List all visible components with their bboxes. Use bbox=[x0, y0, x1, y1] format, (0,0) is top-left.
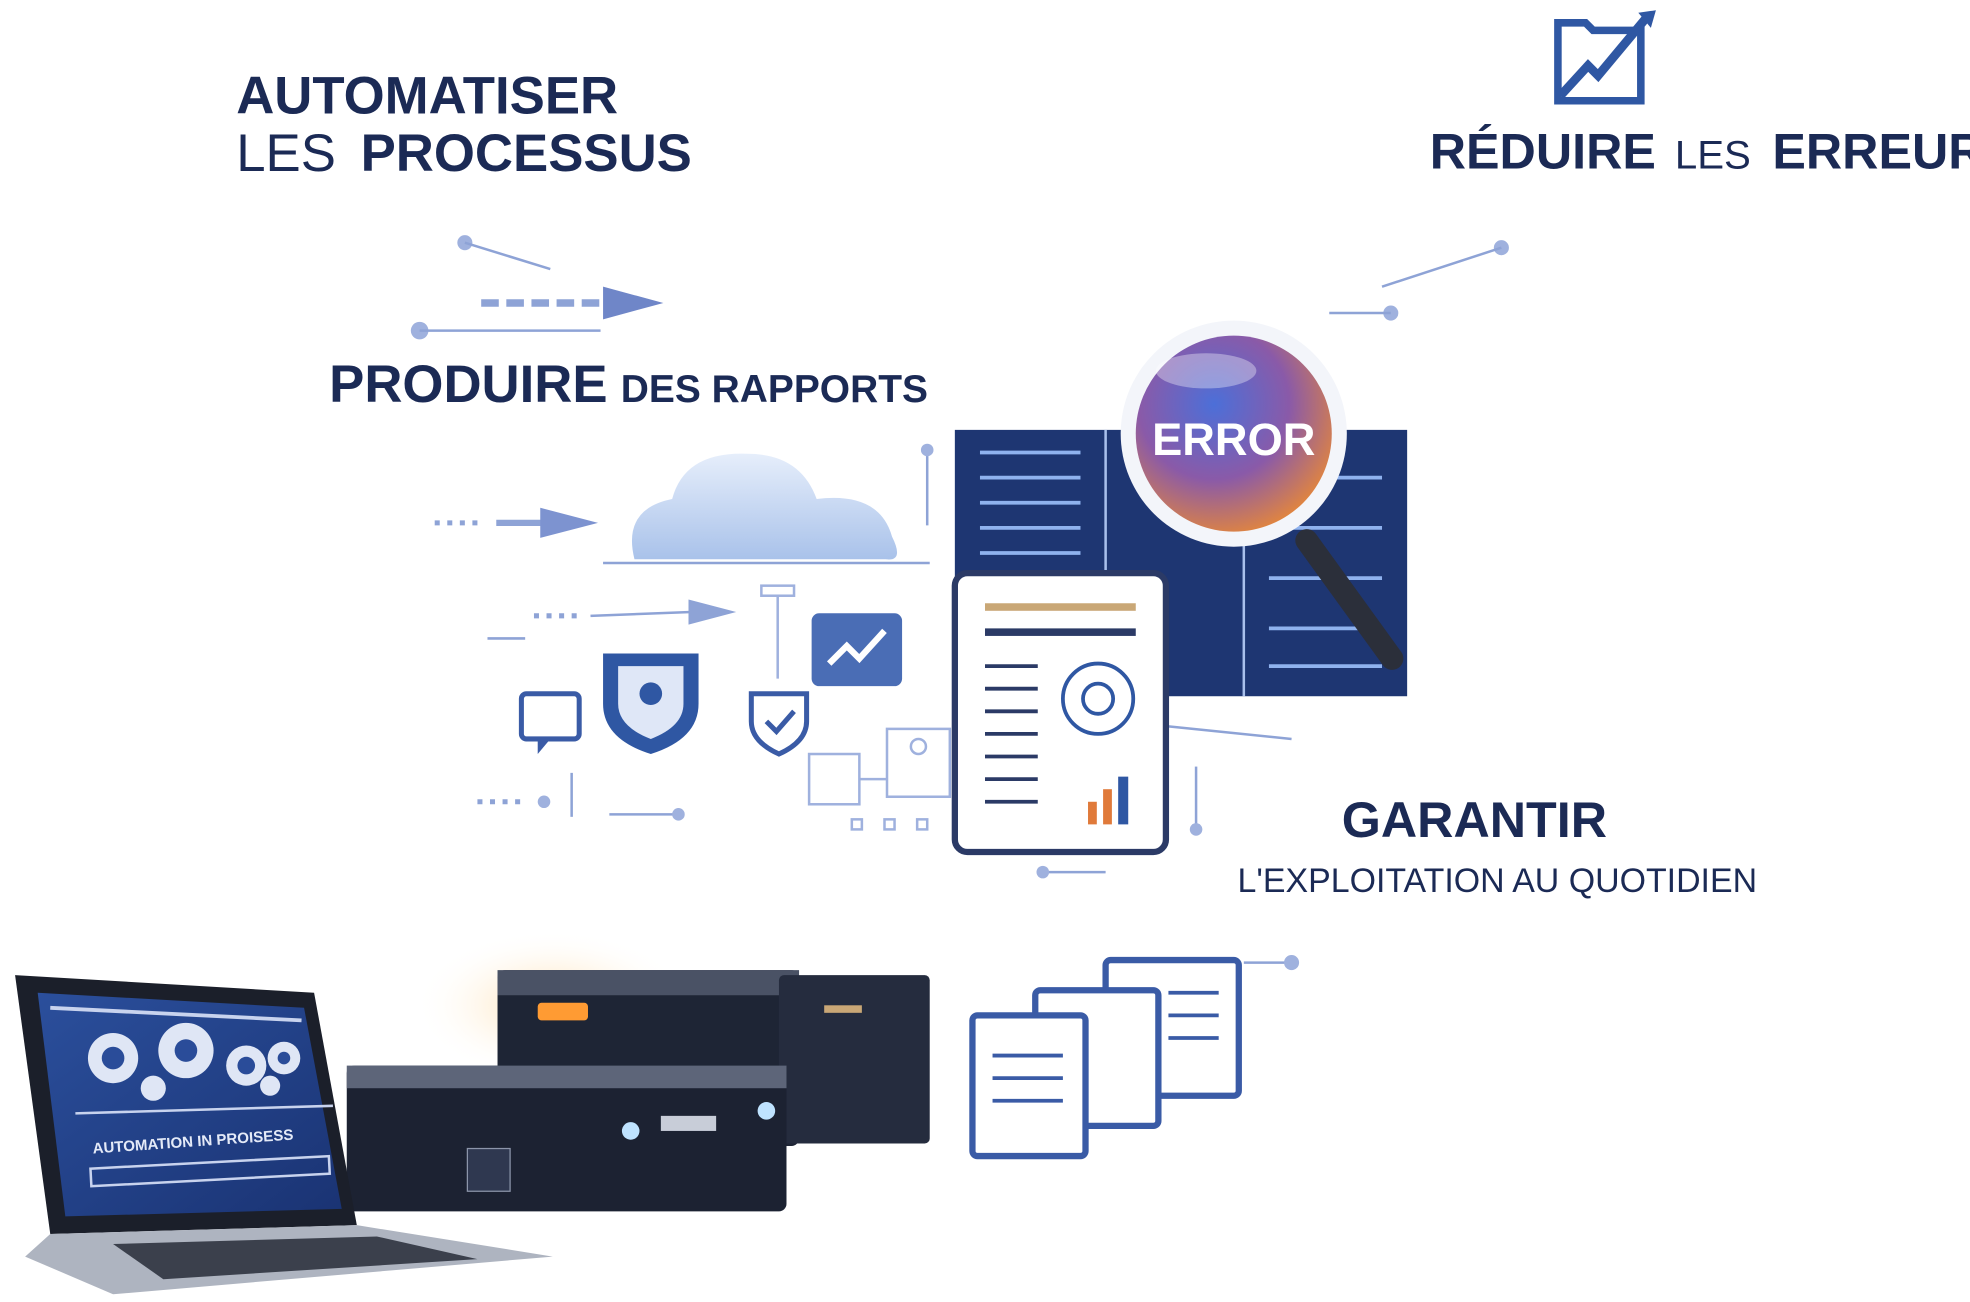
chart-folder-icon bbox=[1554, 10, 1656, 105]
heading-errors-strong: RÉDUIRE bbox=[1430, 124, 1656, 180]
server-rack bbox=[346, 929, 930, 1212]
chat-icon bbox=[518, 691, 582, 755]
connector-lines bbox=[410, 235, 1509, 971]
heading-automate-strong: AUTOMATISER bbox=[236, 66, 618, 125]
trend-chart-icon bbox=[811, 613, 903, 687]
error-label: ERROR bbox=[1152, 414, 1315, 465]
status-light-icon bbox=[537, 1002, 588, 1021]
arrow-icon bbox=[540, 507, 599, 538]
heading-operations-light: L'EXPLOITATION AU QUOTIDIEN bbox=[1238, 862, 1758, 900]
documents-stack-icon bbox=[969, 956, 1242, 1160]
heading-errors-light: LES bbox=[1675, 133, 1751, 178]
heading-automate-line2: LES PROCESSUS bbox=[236, 124, 692, 183]
heading-errors-strong2: ERREURS bbox=[1772, 124, 1970, 180]
laptop: AUTOMATION IN PROISESS bbox=[15, 975, 553, 1295]
heading-automate: AUTOMATISER LES PROCESSUS bbox=[236, 66, 692, 183]
cloud-icon bbox=[631, 453, 898, 560]
heading-reports-strong: PRODUIRE bbox=[329, 355, 607, 414]
heading-automate-strong2: PROCESSUS bbox=[361, 124, 692, 183]
report-tablet bbox=[951, 569, 1170, 856]
heading-automate-light: LES bbox=[236, 124, 336, 183]
shield-user-icon bbox=[603, 653, 699, 755]
magnifier-icon: ERROR bbox=[1120, 320, 1404, 670]
shield-check-icon bbox=[748, 691, 810, 757]
heading-reports: PRODUIRE DES RAPPORTS bbox=[329, 355, 928, 414]
heading-operations-strong: GARANTIR bbox=[1342, 792, 1607, 848]
arrow-icon bbox=[603, 286, 664, 320]
heading-reports-small: DES RAPPORTS bbox=[621, 368, 928, 411]
heading-errors-text: RÉDUIRE LES ERREURS bbox=[1430, 124, 1970, 180]
flowchart-diagram bbox=[760, 584, 952, 831]
heading-operations: GARANTIR L'EXPLOITATION AU QUOTIDIEN bbox=[1238, 792, 1758, 900]
heading-errors: RÉDUIRE LES ERREURS bbox=[1430, 10, 1970, 180]
